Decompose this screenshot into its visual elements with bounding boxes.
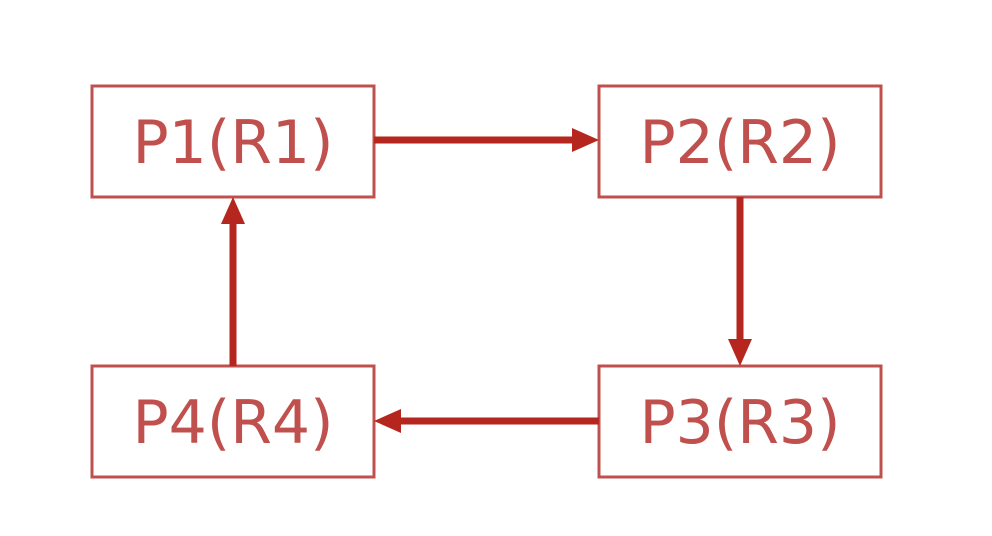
node-p2: P2(R2) [597,84,883,199]
edge-p2-to-p3 [728,197,752,366]
node-p2-label: P2(R2) [639,108,840,178]
edge-p3-to-p4 [374,409,599,433]
edge-p1-to-p2 [374,128,599,152]
node-p3: P3(R3) [597,364,883,479]
node-p1: P1(R1) [90,84,376,199]
edge-p4-to-p1-arrowhead [221,197,245,224]
node-p1-label: P1(R1) [132,108,333,178]
node-p3-label: P3(R3) [639,388,840,458]
node-p1-box [90,84,376,199]
node-p4: P4(R4) [90,364,376,479]
node-p4-box [90,364,376,479]
edge-p3-to-p4-arrowhead [374,409,401,433]
edge-p4-to-p1 [221,197,245,366]
node-p4-label: P4(R4) [132,388,333,458]
edge-p2-to-p3-arrowhead [728,339,752,366]
node-p2-box [597,84,883,199]
edge-p1-to-p2-arrowhead [572,128,599,152]
